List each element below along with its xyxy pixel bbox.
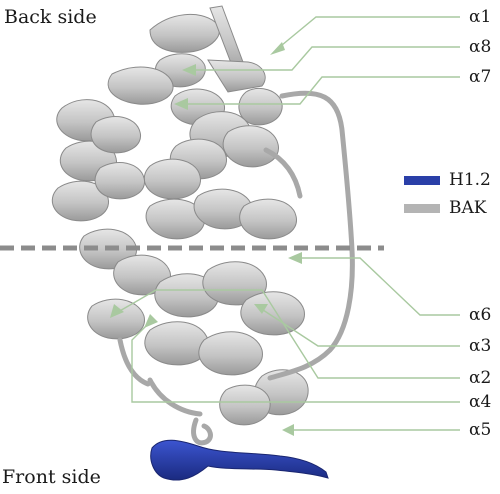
- helix-label-alpha5: α5: [469, 420, 492, 440]
- legend-label-h12: H1.2: [449, 170, 491, 190]
- helix-label-alpha3: α3: [469, 336, 492, 356]
- legend-swatch-bak: [404, 203, 440, 213]
- arrowhead-alpha8: [182, 64, 196, 76]
- front-side-label: Front side: [2, 466, 101, 488]
- arrowhead-alpha5: [282, 424, 294, 436]
- leader-arrowheads: [110, 42, 302, 436]
- helix-label-alpha8: α8: [469, 37, 492, 57]
- helix-label-alpha4: α4: [469, 392, 492, 412]
- legend-label-bak: BAK: [449, 198, 487, 218]
- legend-item-bak: BAK: [404, 198, 486, 218]
- helix-label-alpha7: α7: [469, 67, 492, 87]
- arrowhead-alpha1: [270, 42, 285, 55]
- legend-swatch-h12: [404, 175, 440, 185]
- arrowhead-alpha4: [144, 314, 158, 328]
- arrowhead-alpha7: [174, 98, 188, 110]
- helix-label-alpha2: α2: [469, 368, 492, 388]
- arrowhead-alpha2: [110, 304, 124, 318]
- legend-item-h12: H1.2: [404, 170, 491, 190]
- back-side-label: Back side: [4, 6, 97, 28]
- bak-loops: [117, 90, 355, 446]
- bak-ribbon: [51, 5, 309, 426]
- helix-label-alpha1: α1: [469, 7, 492, 27]
- arrowhead-alpha3: [254, 304, 268, 314]
- arrowhead-alpha6: [288, 252, 302, 264]
- h12-peptide: [150, 439, 329, 481]
- helix-label-alpha6: α6: [469, 305, 492, 325]
- leader-lines: [117, 16, 460, 431]
